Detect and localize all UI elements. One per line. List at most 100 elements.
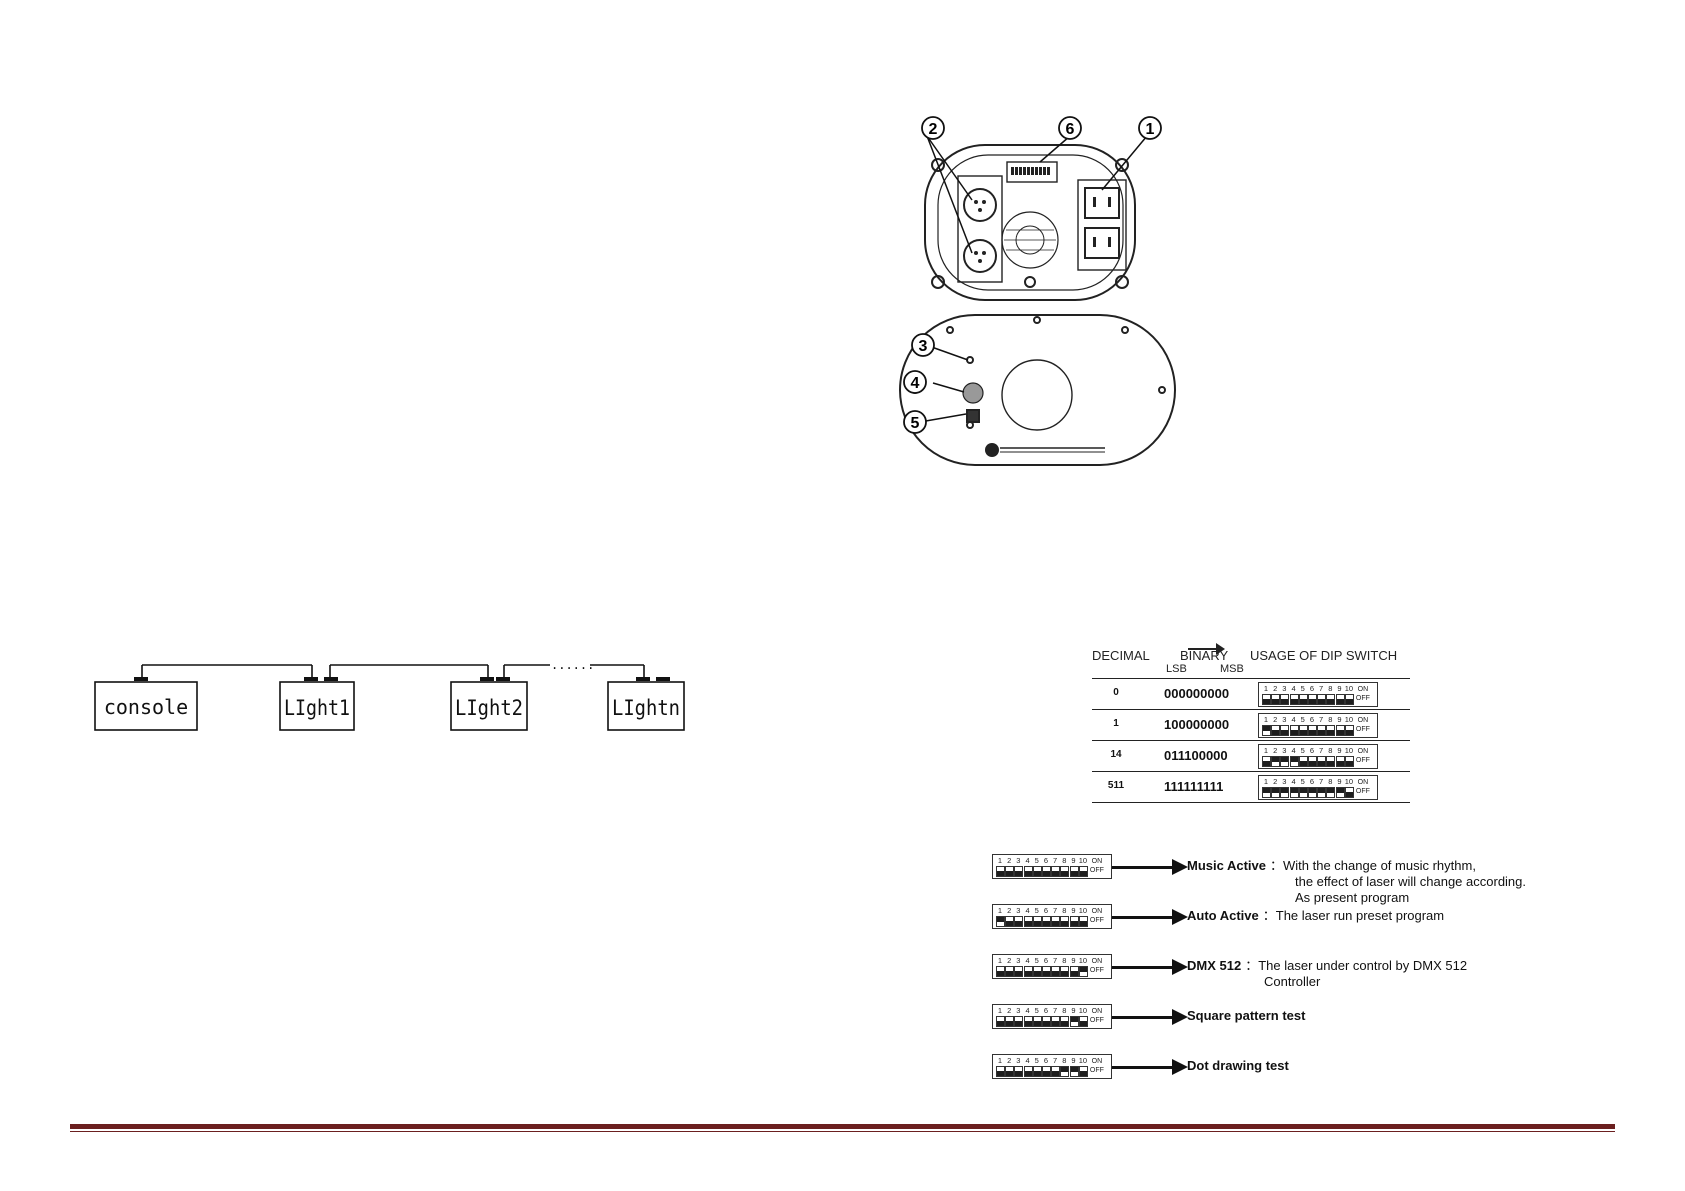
dip-switch-knob xyxy=(1024,871,1032,876)
light-2-box: LIght2 xyxy=(450,681,528,731)
dip-switch-number: 3 xyxy=(1282,715,1287,724)
dip-switch-knob xyxy=(1308,761,1316,766)
decimal-value: 0 xyxy=(1113,687,1119,698)
mode-title: Square pattern test xyxy=(1187,1008,1306,1023)
dip-switch-knob xyxy=(1042,921,1050,926)
dip-switch-knob xyxy=(1272,730,1280,735)
dip-switch-number: 2 xyxy=(1007,956,1012,965)
dip-switch-knob xyxy=(1299,730,1307,735)
dip-switch-knob xyxy=(1015,871,1023,876)
dip-switch-number: 2 xyxy=(1273,684,1278,693)
dip-switch-knob xyxy=(1272,788,1280,793)
dip-switch-4: 4 xyxy=(1023,906,1033,927)
rear-panel-view xyxy=(924,144,1136,301)
dip-switch-knob xyxy=(1299,788,1307,793)
dip-switch-1: 1 xyxy=(1262,777,1271,798)
dip-switch-slot xyxy=(1307,694,1317,705)
dip-switch-slot xyxy=(1023,1066,1033,1077)
dip-switch-slot xyxy=(1271,787,1281,798)
dip-switch-10: 10 xyxy=(1078,906,1088,927)
dip-switch-number: 7 xyxy=(1319,777,1324,786)
dip-switch-slot xyxy=(1060,866,1070,877)
svg-text:LIghtn: LIghtn xyxy=(612,696,680,720)
mode-title: Auto Active xyxy=(1187,908,1259,923)
dip-switch-slot xyxy=(1262,694,1271,705)
dip-switch-knob xyxy=(1336,730,1344,735)
dip-switch-7: 7 xyxy=(1317,715,1327,736)
mode-description: Auto Active：The laser run preset program xyxy=(1187,908,1445,923)
dip-switch-slot xyxy=(1307,787,1317,798)
dip-switch-10: 10 xyxy=(1344,715,1354,736)
dip-switch-knob xyxy=(1070,971,1078,976)
dip-switch-slot xyxy=(1326,694,1336,705)
dip-switch-slot xyxy=(1289,787,1299,798)
dip-switch-slot xyxy=(1060,1016,1070,1027)
dip-switch-4: 4 xyxy=(1289,715,1299,736)
dip-switch-knob xyxy=(1290,788,1298,793)
dip-switch-number: 8 xyxy=(1062,1006,1067,1015)
dip-switch-7: 7 xyxy=(1051,1056,1061,1077)
dip-switch-number: 5 xyxy=(1300,684,1305,693)
dip-switch-7: 7 xyxy=(1051,906,1061,927)
dip-switch-knob xyxy=(1281,699,1289,704)
dip-switch-slot xyxy=(1289,756,1299,767)
dip-switch-number: 8 xyxy=(1328,715,1333,724)
dip-switch-slot xyxy=(1069,916,1079,927)
dip-switch-1: 1 xyxy=(996,856,1005,877)
dip-switch-number: 10 xyxy=(1078,1006,1088,1015)
dip-switch-knob xyxy=(1263,788,1270,793)
dip-switch-knob xyxy=(1033,1071,1041,1076)
dip-switch-3: 3 xyxy=(1014,856,1024,877)
dip-switch-10: 10 xyxy=(1078,956,1088,977)
fan-grille xyxy=(1001,211,1059,269)
dip-switch-number: 7 xyxy=(1319,715,1324,724)
dip-switch-knob xyxy=(1290,757,1298,762)
dip-switch-number: 7 xyxy=(1053,1056,1058,1065)
power-outlet xyxy=(1084,227,1120,259)
dip-switch-3: 3 xyxy=(1280,715,1290,736)
svg-text:LIght2: LIght2 xyxy=(455,696,523,720)
dip-switch-number: 10 xyxy=(1078,856,1088,865)
dip-switch-2: 2 xyxy=(1005,906,1015,927)
dip-switch-5: 5 xyxy=(1298,715,1308,736)
dip-switch-number: 9 xyxy=(1337,715,1342,724)
dip-switch-6: 6 xyxy=(1307,746,1317,767)
dip-switch-slot xyxy=(1023,1016,1033,1027)
dip-switch-knob xyxy=(1345,730,1353,735)
dip-switch-1: 1 xyxy=(996,1006,1005,1027)
svg-text:2: 2 xyxy=(929,121,938,138)
header-lsb: LSB xyxy=(1166,663,1187,675)
dip-switch-slot xyxy=(1032,866,1042,877)
dip-switch-2: 2 xyxy=(1271,715,1281,736)
dip-switch-number: 7 xyxy=(1053,856,1058,865)
dip-switch-8: 8 xyxy=(1326,715,1336,736)
dip-switch-10: 10 xyxy=(1344,777,1354,798)
dip-switch-knob xyxy=(1042,1021,1050,1026)
dip-switch-slot xyxy=(1014,916,1024,927)
dip-switch-knob xyxy=(1345,792,1353,797)
off-label: OFF xyxy=(1089,1067,1104,1074)
dip-switch-slot xyxy=(1344,756,1354,767)
dip-switch-6: 6 xyxy=(1041,1056,1051,1077)
table-header: DECIMAL BINARY USAGE OF DIP SWITCH LSB M… xyxy=(1092,643,1410,678)
off-label: OFF xyxy=(1089,917,1104,924)
dip-switch-knob xyxy=(1079,1021,1087,1026)
dip-switch-6: 6 xyxy=(1041,856,1051,877)
mode-description: Square pattern test xyxy=(1187,1008,1309,1024)
binary-value: 100000000 xyxy=(1164,717,1230,732)
dip-switch-knob xyxy=(1052,871,1060,876)
dip-switch-slot xyxy=(1307,725,1317,736)
dip-switch-3: 3 xyxy=(1014,1006,1024,1027)
dip-switch-knob xyxy=(1033,921,1041,926)
light-1-box: LIght1 xyxy=(279,681,355,731)
dip-switch-knob xyxy=(1024,1071,1032,1076)
dip-switch-9: 9 xyxy=(1069,956,1079,977)
dip-switch-number: 2 xyxy=(1273,746,1278,755)
dip-switch-number: 2 xyxy=(1007,1056,1012,1065)
front-panel-view xyxy=(899,314,1176,466)
dip-switch-knob xyxy=(1318,788,1326,793)
